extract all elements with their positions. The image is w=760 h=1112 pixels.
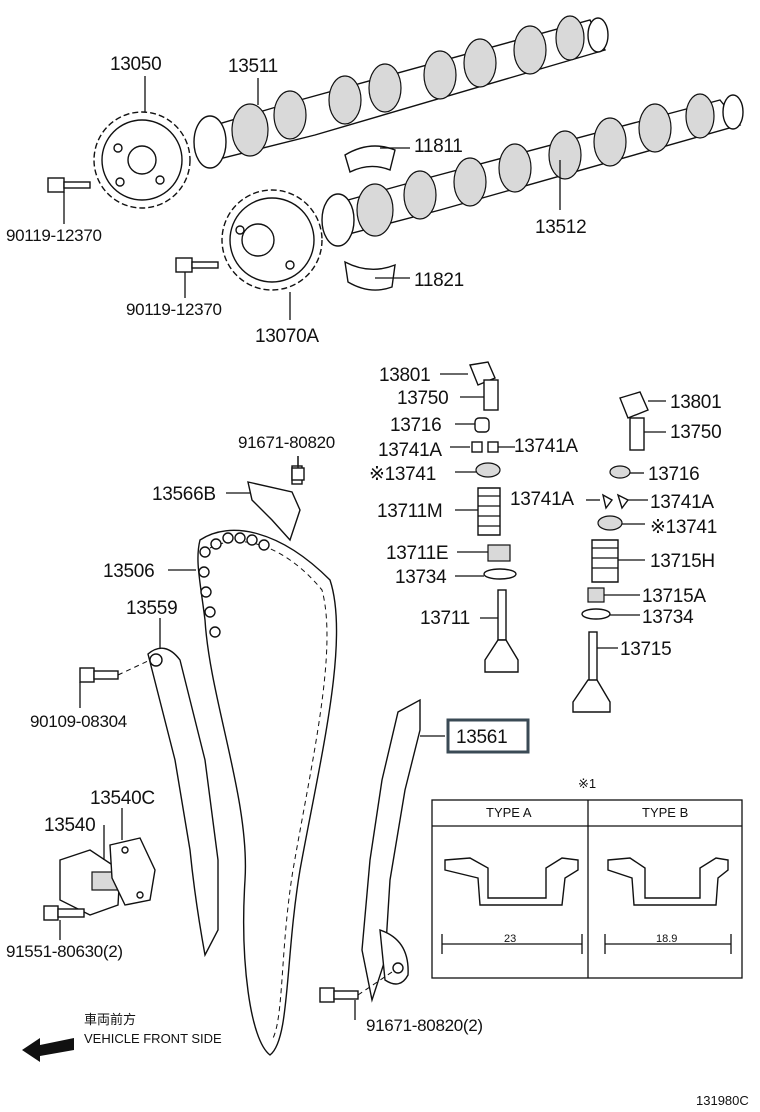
type-b-dimension: 18.9: [656, 933, 677, 945]
label-retainer-right: ※13741: [650, 517, 717, 538]
highlighted-part-box[interactable]: [446, 718, 530, 754]
label-bearing-upper: 11811: [414, 136, 463, 157]
label-key-left-b: 13741A: [514, 436, 578, 457]
label-valve-left: 13711: [420, 608, 470, 629]
label-slipper: 13559: [126, 598, 177, 619]
label-bolt-pivot: 90109-08304: [30, 712, 127, 731]
camshaft-exhaust[interactable]: [193, 15, 609, 169]
type-a-retainer-profile: [441, 857, 583, 954]
label-cap-right: 13716: [648, 464, 699, 485]
label-camshaft-2: 13512: [535, 217, 586, 238]
tensioner-gasket[interactable]: [109, 837, 156, 906]
type-b-retainer-profile: [604, 857, 732, 954]
label-gear-exhaust: 13050: [110, 54, 161, 75]
camshaft-intake[interactable]: [321, 93, 744, 247]
note-marker: ※1: [578, 776, 596, 791]
camshaft-bearing-lower[interactable]: [344, 260, 396, 291]
label-rocker-left: 13801: [379, 365, 430, 386]
label-spring-right: 13715H: [650, 551, 715, 572]
figure-code: 131980C: [696, 1093, 749, 1108]
label-retainer-left: ※13741: [369, 464, 436, 485]
label-spring-left: 13711M: [377, 501, 442, 522]
front-direction-en: VEHICLE FRONT SIDE: [84, 1031, 222, 1046]
label-gasket: 13540C: [90, 788, 155, 809]
label-bolt-2: 90119-12370: [126, 300, 222, 319]
label-bolt-damper: 91671-80820(2): [366, 1016, 483, 1035]
camshaft-bearing-upper[interactable]: [344, 145, 396, 174]
gear-bolt-exhaust[interactable]: [47, 177, 91, 193]
chain-slipper[interactable]: [147, 647, 219, 958]
label-seat-left: 13734: [395, 567, 447, 588]
label-lash-right: 13750: [670, 422, 721, 443]
valve-train-left[interactable]: [469, 361, 519, 673]
label-gear-intake: 13070A: [255, 326, 319, 347]
damper-bolt[interactable]: [319, 969, 396, 1003]
label-key-right-a: 13741A: [510, 489, 574, 510]
label-chain: 13506: [103, 561, 154, 582]
label-rocker-right: 13801: [670, 392, 721, 413]
vehicle-front-arrow: [22, 1038, 74, 1062]
label-key-left-a: 13741A: [378, 440, 442, 461]
label-bolt-1: 90119-12370: [6, 226, 102, 245]
label-key-right-b: 13741A: [650, 492, 714, 513]
gear-bolt-intake[interactable]: [175, 257, 219, 273]
camshaft-leaders: [63, 76, 561, 320]
chain-damper[interactable]: [361, 698, 421, 1003]
label-seal-right: 13715A: [642, 586, 706, 607]
label-cap-left: 13716: [390, 415, 441, 436]
type-b-label: TYPE B: [642, 805, 688, 820]
label-tensioner: 13540: [44, 815, 95, 836]
type-a-dimension: 23: [504, 933, 516, 945]
label-bolt-top: 91671-80820: [238, 433, 335, 452]
timing-chain[interactable]: [197, 529, 338, 1056]
label-bearing-lower: 11821: [414, 270, 464, 291]
cam-timing-gear-exhaust[interactable]: [93, 111, 191, 209]
front-direction-jp: 車両前方: [84, 1012, 136, 1027]
label-seat-right: 13734: [642, 607, 694, 628]
cam-timing-gear-intake[interactable]: [221, 189, 323, 291]
label-bolt-tensioner: 91551-80630(2): [6, 942, 123, 961]
label-camshaft-1: 13511: [228, 56, 278, 77]
valve-left-leaders: [440, 373, 515, 619]
label-lash-left: 13750: [397, 388, 448, 409]
tensioner-bolt[interactable]: [43, 905, 85, 921]
label-valve-right: 13715: [620, 639, 671, 660]
label-seal-left: 13711E: [386, 543, 448, 564]
label-guide-top: 13566B: [152, 484, 216, 505]
valve-train-right[interactable]: [572, 391, 649, 713]
type-note-table: [431, 799, 743, 979]
label-damper: 13561: [456, 727, 507, 748]
type-a-label: TYPE A: [486, 805, 532, 820]
valve-right-leaders: [586, 400, 666, 649]
chain-leaders: [59, 456, 445, 1020]
slipper-bolt[interactable]: [79, 659, 151, 683]
